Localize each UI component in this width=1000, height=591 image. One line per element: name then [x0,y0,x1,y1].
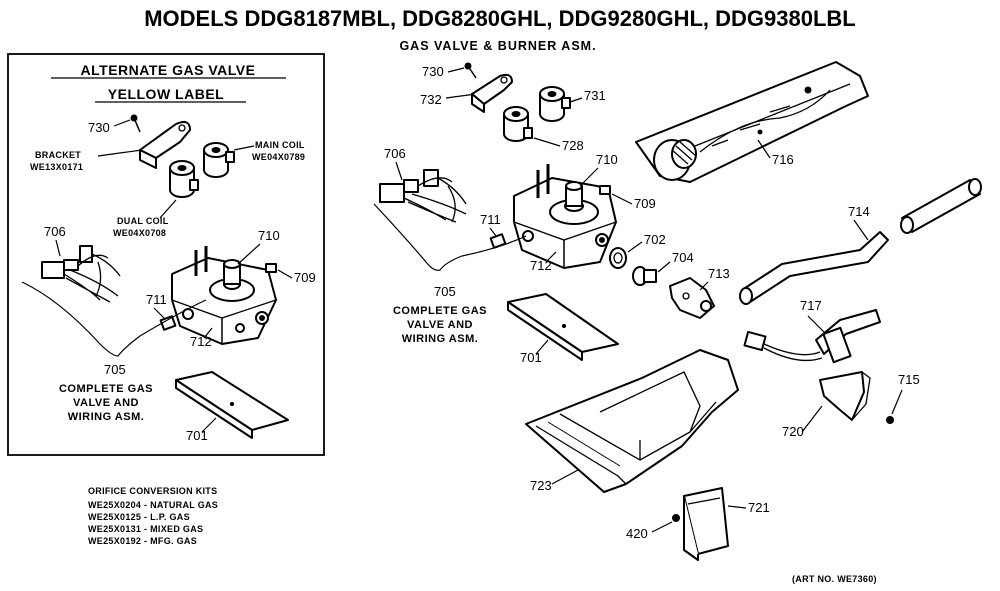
inset-callout-712: 712 [190,334,212,349]
orifice-holder-713 [669,277,715,319]
inset-complete-line1: COMPLETE GAS [59,383,153,395]
complete-line2: VALVE AND [407,319,473,331]
callout-728: 728 [562,138,584,153]
page-subtitle: GAS VALVE & BURNER ASM. [399,39,596,53]
orifice-kits-heading: ORIFICE CONVERSION KITS [88,486,217,496]
burner-tube-714 [739,231,889,305]
coil-728 [503,106,533,142]
callout-714: 714 [848,204,870,219]
inset-bracket [139,121,191,169]
art-number: (ART NO. WE7360) [792,574,877,584]
inset-main-coil [203,142,235,178]
callout-705: 705 [434,284,456,299]
burner-mounting-bracket-723 [525,349,739,493]
callout-730: 730 [422,64,444,79]
orifice-kit-mfg: WE25X0192 - MFG. GAS [88,536,197,546]
inset-dual-coil [169,160,199,198]
callout-711: 711 [480,212,501,227]
mounting-plate-701 [507,293,619,361]
inset-plug-711 [159,315,177,331]
screw-730 [464,62,477,79]
inset-gas-valve-body [171,246,277,345]
callout-706: 706 [384,146,406,161]
assembly-brace [373,203,527,271]
complete-line1: COMPLETE GAS [393,305,487,317]
fitting-709 [599,185,611,195]
inset-complete-line2: VALVE AND [73,397,139,409]
callout-723: 723 [530,478,552,493]
orifice-kit-lp: WE25X0125 - L.P. GAS [88,512,190,522]
igniter-bracket-720 [819,371,871,421]
wiring-harness-706 [379,169,467,223]
callout-716: 716 [772,152,794,167]
inset-main-coil-part: WE04X0789 [252,152,305,162]
inset-main-coil-label: MAIN COIL [255,140,305,150]
igniter-717 [743,309,881,364]
inset-bracket-part: WE13X0171 [30,162,83,172]
orifice-kit-mixed: WE25X0131 - MIXED GAS [88,524,203,534]
complete-line3: WIRING ASM. [402,333,479,345]
callout-702: 702 [644,232,666,247]
callout-420: 420 [626,526,648,541]
inset-callout-705: 705 [104,362,126,377]
inset-callout-710: 710 [258,228,280,243]
plug-711 [489,233,507,249]
inset-bracket-label: BRACKET [35,150,81,160]
inset-mounting-plate [175,371,289,439]
callout-721: 721 [748,500,770,515]
burner-716 [635,61,869,183]
callout-710: 710 [596,152,618,167]
tube-section [900,178,982,234]
inset-assembly-brace [21,281,207,357]
inset-wiring-harness [41,245,121,303]
callout-701: 701 [520,350,542,365]
screw-420 [672,514,680,522]
coil-731 [539,86,571,122]
inset-dual-coil-part: WE04X0708 [113,228,166,238]
heat-shield-721 [683,487,729,561]
callout-704: 704 [672,250,694,265]
orifice-kit-natural: WE25X0204 - NATURAL GAS [88,500,218,510]
inset-title-line1: ALTERNATE GAS VALVE [81,62,256,78]
alternate-valve-inset-frame [7,53,325,456]
inset-complete-line3: WIRING ASM. [68,411,145,423]
inset-callout-706: 706 [44,224,66,239]
callout-713: 713 [708,266,730,281]
inset-title-line2: YELLOW LABEL [108,86,224,102]
orifice-704 [632,266,657,286]
nut-702 [609,247,627,269]
inset-callout-709: 709 [294,270,316,285]
callout-720: 720 [782,424,804,439]
callout-732: 732 [420,92,442,107]
callout-709: 709 [634,196,656,211]
callout-717: 717 [800,298,822,313]
inset-screw-730 [130,114,141,133]
callout-715: 715 [898,372,920,387]
inset-callout-711: 711 [146,292,167,307]
callout-731: 731 [584,88,606,103]
coil-bracket-732 [471,73,513,113]
inset-dual-coil-label: DUAL COIL [117,216,169,226]
screw-715 [886,416,894,424]
gas-valve-body [513,164,617,269]
page-title: MODELS DDG8187MBL, DDG8280GHL, DDG9280GH… [144,6,856,31]
inset-callout-730: 730 [88,120,110,135]
inset-fitting-709 [265,263,277,273]
